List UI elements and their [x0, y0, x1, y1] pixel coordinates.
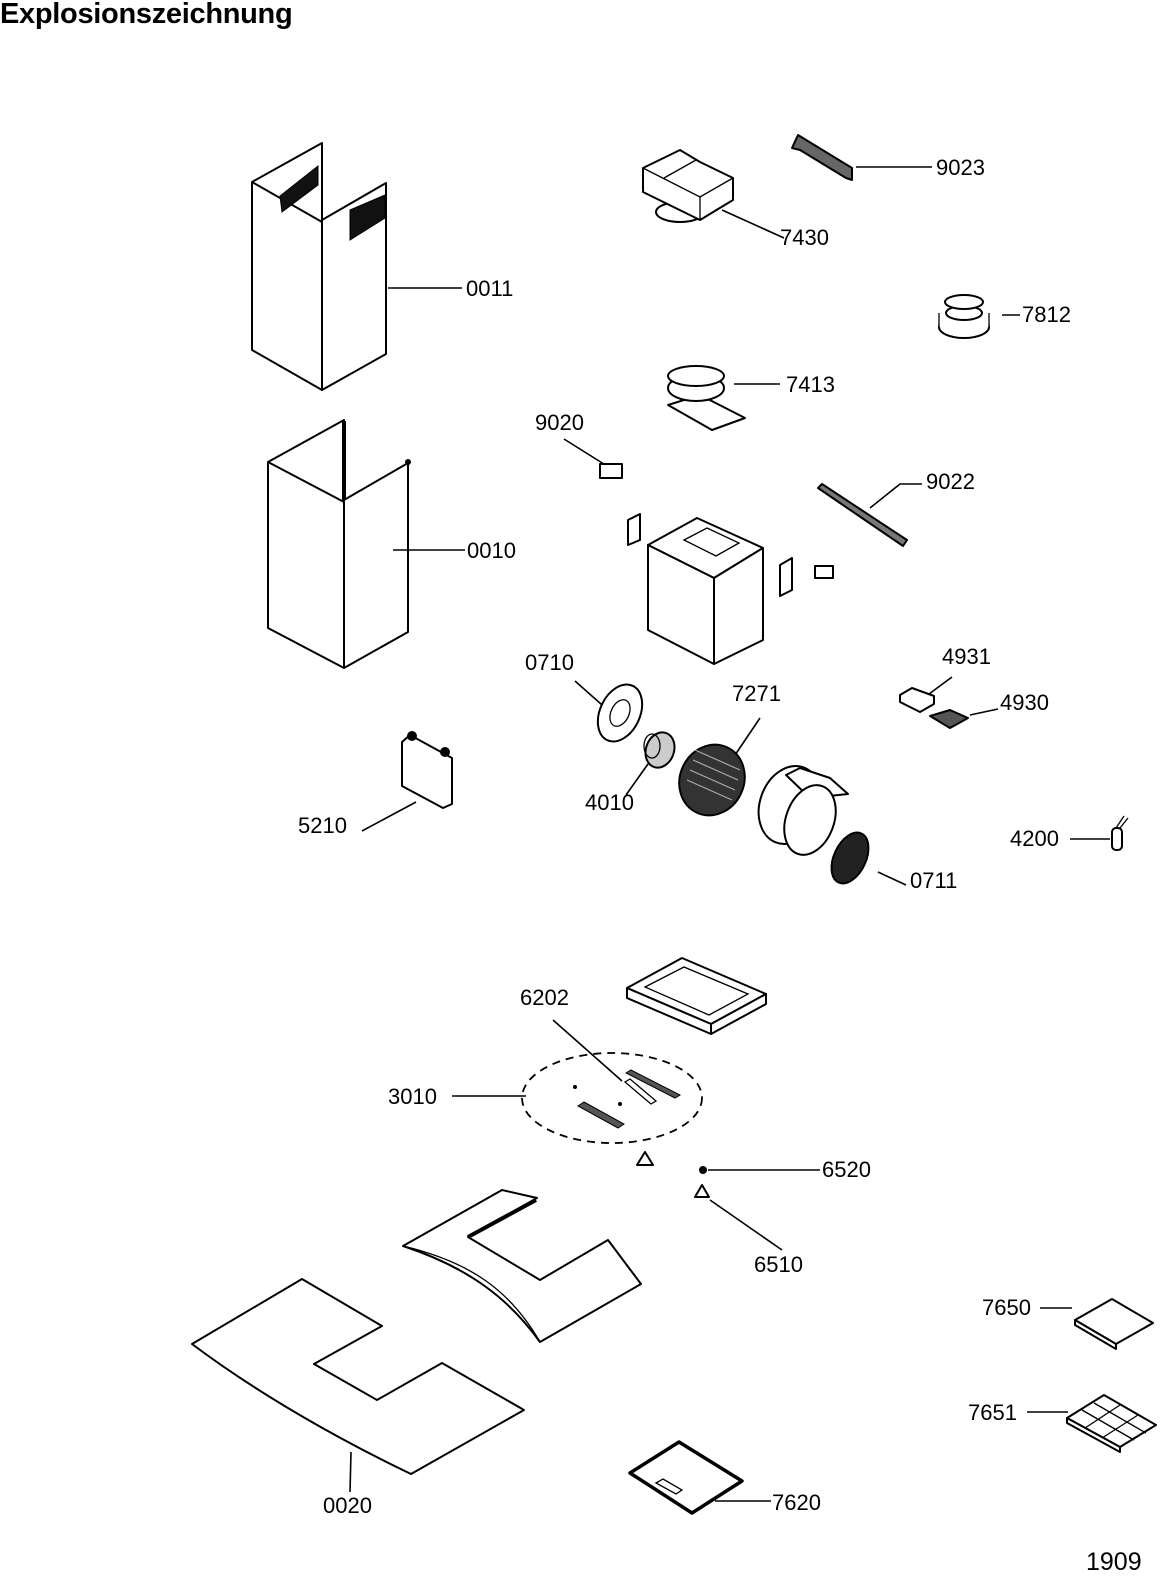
part-label-0010[interactable]: 0010: [467, 538, 516, 563]
part-label-6510[interactable]: 6510: [754, 1252, 803, 1277]
part-4010-motor[interactable]: [641, 728, 680, 771]
part-label-4930[interactable]: 4930: [1000, 690, 1049, 715]
part-5210-electronics-box[interactable]: [401, 731, 453, 809]
leader-line-0711: [877, 871, 907, 886]
part-label-7271[interactable]: 7271: [732, 681, 781, 706]
part-label-5210[interactable]: 5210: [298, 813, 347, 838]
part-label-9023[interactable]: 9023: [936, 155, 985, 180]
part-upper-canopy[interactable]: [402, 1189, 642, 1343]
leader-line-5210: [361, 801, 417, 832]
part-9020-clip[interactable]: [599, 463, 623, 479]
part-filter-frame[interactable]: [626, 957, 767, 1035]
part-label-7650[interactable]: 7650: [982, 1295, 1031, 1320]
part-7271-fan-wheel[interactable]: [668, 734, 756, 826]
leader-line-4010: [625, 763, 649, 796]
leader-line-9022: [869, 483, 922, 509]
part-label-4931[interactable]: 4931: [942, 644, 991, 669]
part-motor-housing[interactable]: [627, 513, 834, 665]
part-4931-connector-block[interactable]: [899, 687, 935, 713]
part-7413-outlet-collar[interactable]: [667, 365, 746, 431]
leader-line-6510: [709, 1199, 783, 1251]
part-label-3010[interactable]: 3010: [388, 1084, 437, 1109]
part-knob[interactable]: [636, 1151, 654, 1166]
leader-line-9020: [563, 438, 608, 467]
part-7651-filter-frame[interactable]: [1066, 1394, 1157, 1453]
part-label-7430[interactable]: 7430: [780, 225, 829, 250]
part-7812-duct-ring[interactable]: [938, 294, 990, 339]
part-label-7812[interactable]: 7812: [1022, 302, 1071, 327]
page-number: 1909: [1086, 1548, 1142, 1576]
leader-line-7430: [721, 209, 785, 239]
part-4930-connector-holder[interactable]: [929, 709, 969, 729]
part-blower-housing[interactable]: [748, 757, 849, 862]
part-0711-inlet-grille[interactable]: [824, 827, 876, 889]
leader-line-0020: [349, 1451, 352, 1493]
part-label-6520[interactable]: 6520: [822, 1157, 871, 1182]
part-0710-inlet-plate[interactable]: [589, 677, 651, 748]
part-label-4200[interactable]: 4200: [1010, 826, 1059, 851]
part-label-0011[interactable]: 0011: [466, 276, 513, 301]
part-7430-diverter[interactable]: [642, 149, 734, 223]
part-9022-rail[interactable]: [817, 483, 908, 547]
part-label-9020[interactable]: 9020: [535, 410, 584, 435]
part-label-0711[interactable]: 0711: [910, 868, 957, 893]
page-title: Explosionszeichnung: [0, 0, 293, 30]
part-6520-small-knob[interactable]: [699, 1166, 707, 1174]
leader-line-4931: [928, 676, 953, 695]
leader-line-7271: [732, 717, 761, 759]
part-9023-bracket[interactable]: [791, 134, 853, 181]
part-label-6202[interactable]: 6202: [520, 985, 569, 1010]
part-label-0020[interactable]: 0020: [323, 1493, 372, 1518]
part-label-9022[interactable]: 9022: [926, 469, 975, 494]
part-6510-knob[interactable]: [694, 1184, 710, 1198]
part-label-7413[interactable]: 7413: [786, 372, 835, 397]
part-4200-capacitor[interactable]: [1111, 815, 1129, 851]
leader-line-4930: [969, 708, 999, 716]
part-label-0710[interactable]: 0710: [525, 650, 574, 675]
part-6202-lamp-parts[interactable]: [573, 1069, 682, 1129]
group-outline-3010: [521, 1052, 703, 1144]
part-label-7620[interactable]: 7620: [772, 1490, 821, 1515]
leader-line-6202: [552, 1019, 623, 1082]
part-0020-glass-canopy[interactable]: [191, 1278, 525, 1475]
part-label-7651[interactable]: 7651: [968, 1400, 1017, 1425]
part-7650-carbon-filter[interactable]: [1074, 1298, 1154, 1350]
part-7620-grease-filter[interactable]: [628, 1440, 744, 1515]
part-label-4010[interactable]: 4010: [585, 790, 634, 815]
part-0010-lower-chimney[interactable]: [267, 419, 411, 669]
part-0011-upper-chimney[interactable]: [251, 142, 387, 391]
